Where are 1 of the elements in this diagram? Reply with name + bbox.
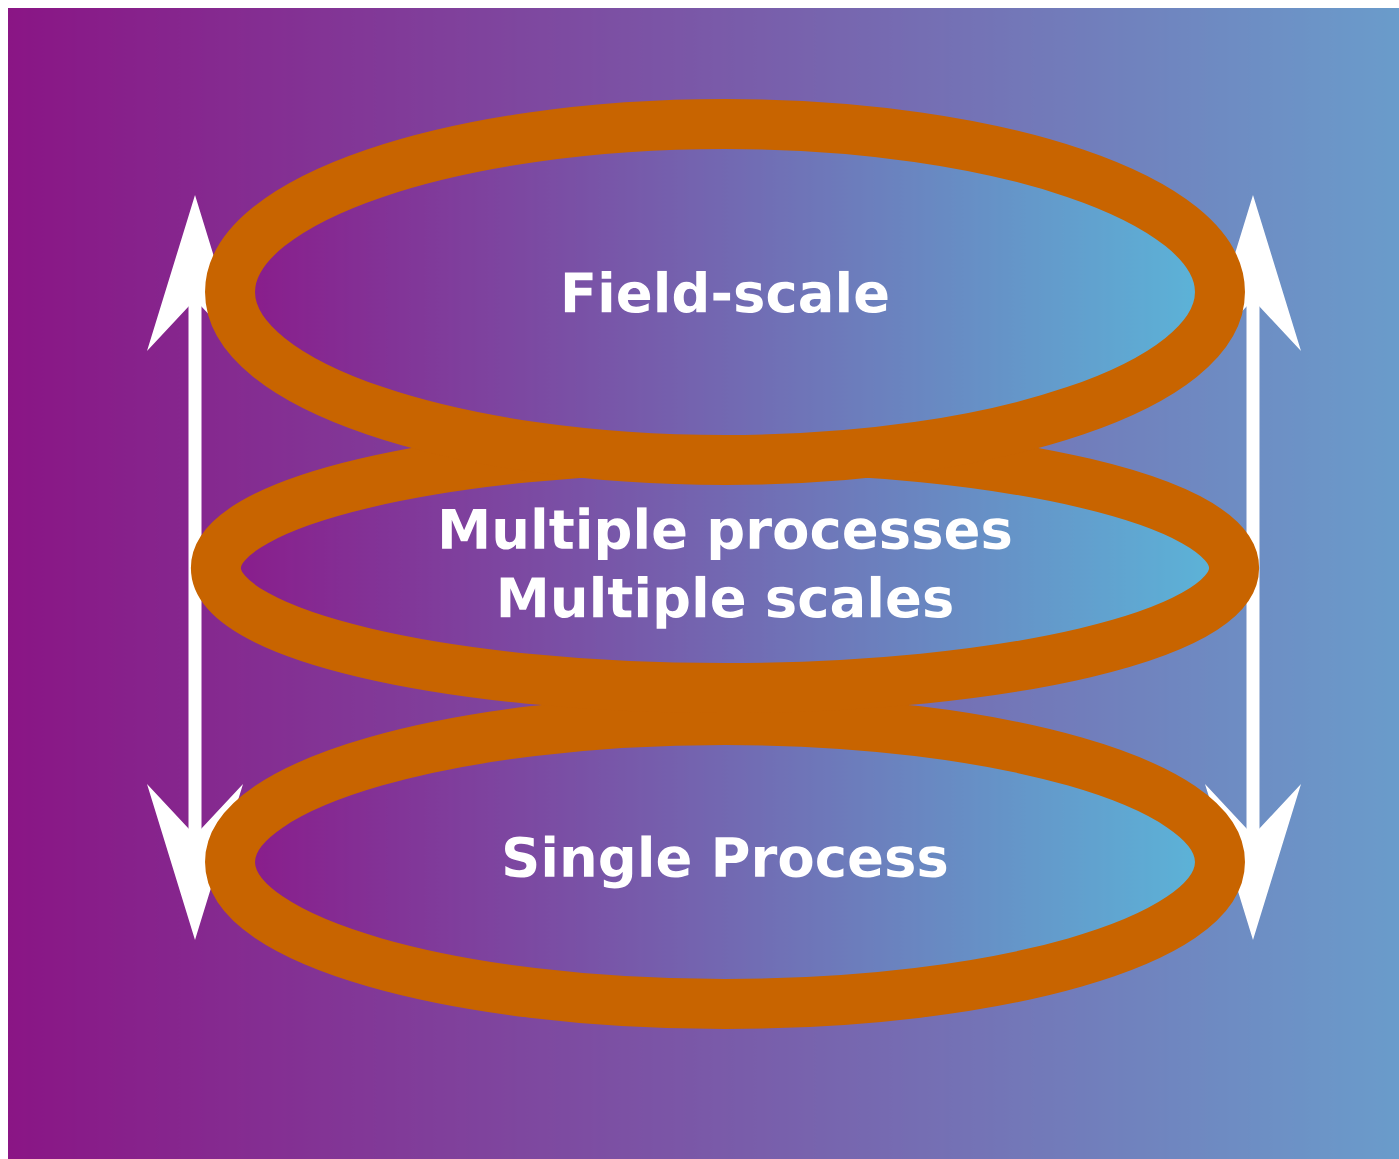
ellipse-ring: Single Process: [205, 695, 1245, 1029]
